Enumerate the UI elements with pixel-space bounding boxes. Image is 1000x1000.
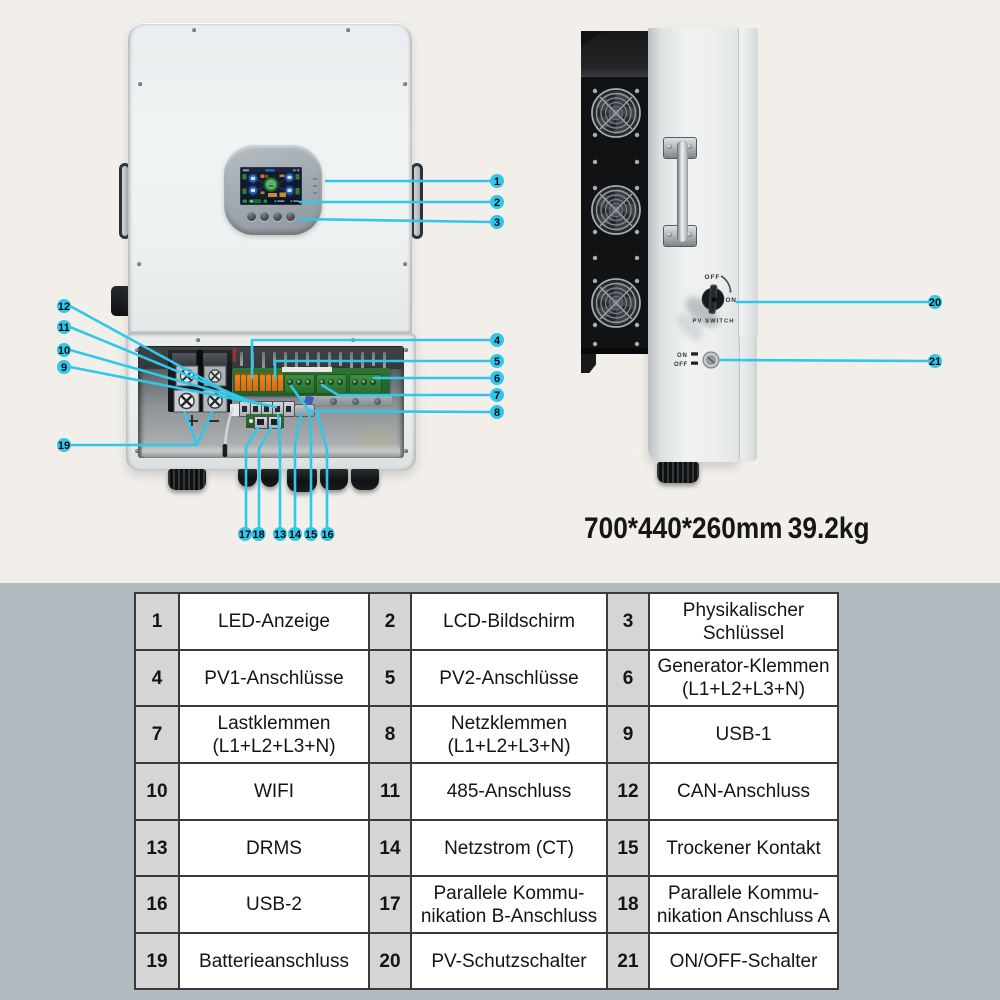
svg-text:3: 3 (494, 217, 500, 229)
svg-text:2: 2 (494, 197, 500, 209)
svg-text:1: 1 (494, 176, 500, 188)
svg-text:10: 10 (58, 345, 70, 357)
svg-text:OFF: OFF (705, 274, 721, 281)
svg-text:OFF: OFF (674, 362, 688, 368)
svg-text:16: 16 (321, 529, 333, 541)
svg-text:8: 8 (494, 407, 500, 419)
svg-text:20: 20 (929, 297, 941, 309)
svg-text:11: 11 (58, 322, 70, 334)
svg-text:4: 4 (494, 335, 501, 347)
svg-text:15: 15 (305, 529, 317, 541)
svg-text:9: 9 (61, 362, 67, 374)
svg-text:5: 5 (494, 356, 500, 368)
svg-text:6: 6 (494, 373, 500, 385)
svg-text:17: 17 (239, 529, 251, 541)
svg-text:19: 19 (58, 440, 70, 452)
svg-text:12: 12 (58, 301, 70, 313)
svg-text:18: 18 (252, 529, 264, 541)
svg-text:14: 14 (289, 529, 302, 541)
svg-text:PV SWITCH: PV SWITCH (693, 319, 735, 325)
svg-text:13: 13 (274, 529, 286, 541)
svg-text:21: 21 (929, 356, 941, 368)
svg-text:7: 7 (494, 390, 500, 402)
svg-text:ON: ON (726, 297, 737, 304)
svg-text:ON: ON (677, 353, 688, 359)
